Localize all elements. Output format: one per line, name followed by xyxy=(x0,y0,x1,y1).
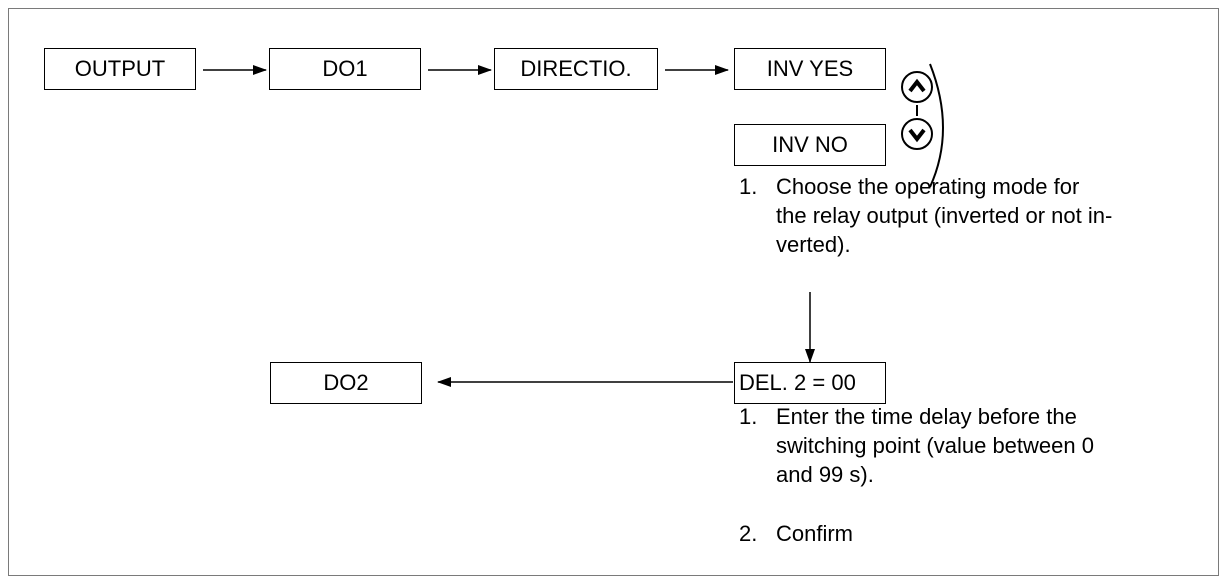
mode-step-1-number: 1. xyxy=(739,174,758,199)
mode-step-1-line-2: the relay output (inverted or not in- xyxy=(776,203,1113,228)
diagram-frame xyxy=(8,8,1219,576)
mode-step-1-line-1: Choose the operating mode for xyxy=(776,174,1080,199)
inv-no-box: INV NO xyxy=(734,124,886,166)
mode-step-1-line-3: verted). xyxy=(776,232,851,257)
mode-step-1-text: Choose the operating mode for the relay … xyxy=(776,172,1156,259)
delay-step-2-number: 2. xyxy=(739,521,758,546)
mode-step-1: 1. Choose the operating mode for the rel… xyxy=(739,172,1159,262)
do1-box: DO1 xyxy=(269,48,421,90)
do2-box: DO2 xyxy=(270,362,422,404)
delay-step-1-line-1: Enter the time delay before the xyxy=(776,404,1077,429)
delay-step-1: 1. Enter the time delay before the switc… xyxy=(739,402,1159,492)
delay-step-1-text: Enter the time delay before the switchin… xyxy=(776,402,1156,489)
direction-box: DIRECTIO. xyxy=(494,48,658,90)
button-bracket xyxy=(929,63,944,188)
delay-step-1-number: 1. xyxy=(739,404,758,429)
chevron-up-icon xyxy=(901,71,933,103)
delay-step-1-line-3: and 99 s). xyxy=(776,462,874,487)
delay-step-1-line-2: switching point (value between 0 xyxy=(776,433,1094,458)
inv-yes-box: INV YES xyxy=(734,48,886,90)
delay-step-2: 2. Confirm xyxy=(739,519,1159,549)
output-box: OUTPUT xyxy=(44,48,196,90)
delay-box: DEL. 2 = 00 xyxy=(734,362,886,404)
chevron-down-icon xyxy=(901,118,933,150)
delay-step-2-text: Confirm xyxy=(776,521,854,546)
